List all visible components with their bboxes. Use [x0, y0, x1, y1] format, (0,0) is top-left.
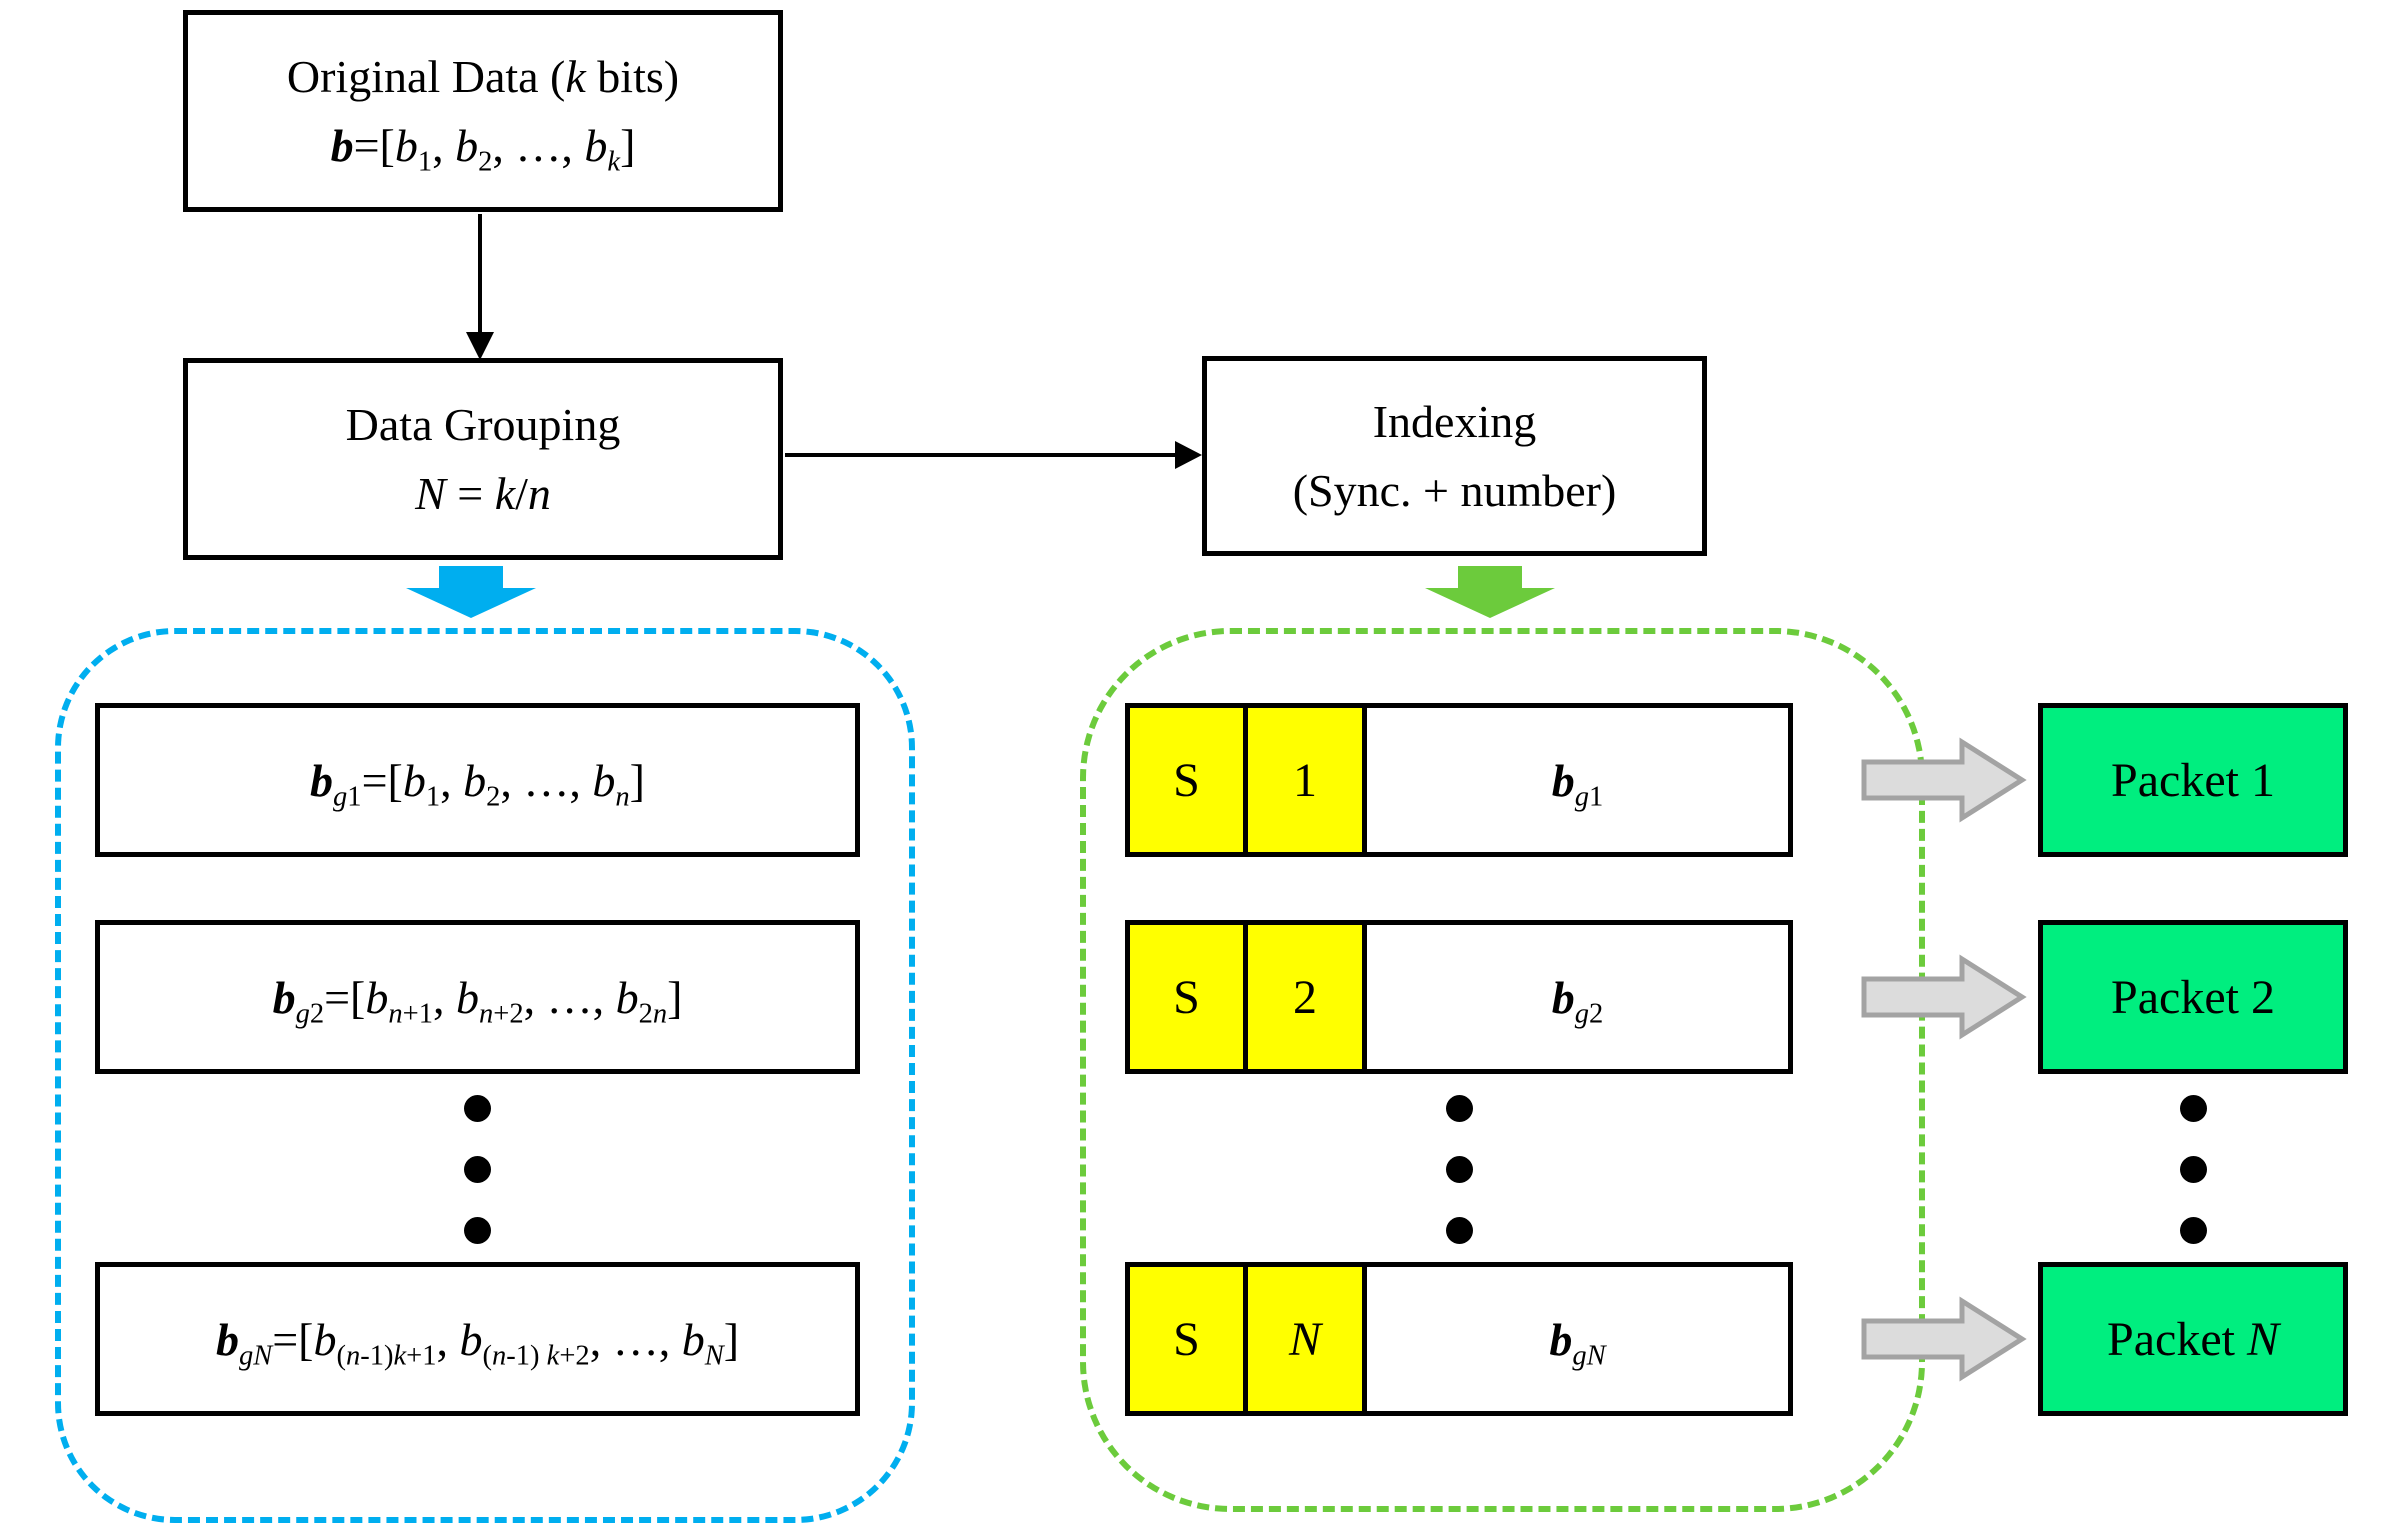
- indexed-row-2: S 2 bg2: [1125, 920, 1793, 1074]
- packet-arrow-n-shape: [1861, 1296, 2027, 1382]
- flow-arrow-down: [466, 214, 494, 360]
- grouped-data-container: [55, 628, 915, 1523]
- indexing-box: Indexing (Sync. + number): [1202, 356, 1707, 556]
- grouping-result-arrow: [406, 566, 536, 618]
- dot: [464, 1156, 491, 1183]
- packet-box-n: Packet N: [2038, 1262, 2348, 1416]
- sync-cell: S: [1130, 1267, 1248, 1411]
- dot: [2180, 1156, 2207, 1183]
- dot: [464, 1217, 491, 1244]
- packet-label-1: Packet 1: [2111, 753, 2275, 807]
- group-row-2: bg2=[bn+1, bn+2, …, b2n]: [95, 920, 860, 1074]
- grouping-result-arrow-shape: [406, 566, 536, 618]
- indexing-title: Indexing: [1372, 396, 1537, 447]
- dot: [2180, 1095, 2207, 1122]
- index-label: 1: [1293, 753, 1317, 807]
- indexing-result-arrow-shape: [1425, 566, 1555, 618]
- payload-label: bg1: [1551, 754, 1604, 813]
- indexing-subtitle: (Sync. + number): [1292, 465, 1617, 516]
- payload-cell: bg1: [1367, 708, 1788, 852]
- sync-cell: S: [1130, 708, 1248, 852]
- packet-label-n: Packet N: [2107, 1312, 2279, 1366]
- index-cell: N: [1248, 1267, 1367, 1411]
- data-grouping-title: Data Grouping: [345, 399, 621, 450]
- ellipsis-dots-indexed: [1446, 1095, 1473, 1244]
- payload-label: bgN: [1549, 1313, 1606, 1372]
- sync-label: S: [1173, 753, 1200, 807]
- group-row-1: bg1=[b1, b2, …, bn]: [95, 703, 860, 857]
- indexing-result-arrow: [1425, 566, 1555, 618]
- index-label: 2: [1293, 970, 1317, 1024]
- packet-arrow-1: [1861, 737, 2027, 823]
- dot: [1446, 1156, 1473, 1183]
- sync-label: S: [1173, 970, 1200, 1024]
- original-data-box: Original Data (k bits) b=[b1, b2, …, bk]: [183, 10, 783, 212]
- dot: [2180, 1217, 2207, 1244]
- group-row-n-formula: bgN=[b(n-1)k+1, b(n-1) k+2, …, bN]: [215, 1313, 740, 1372]
- packet-arrow-2: [1861, 954, 2027, 1040]
- group-row-1-formula: bg1=[b1, b2, …, bn]: [310, 754, 645, 813]
- flow-arrow-right: [785, 441, 1202, 469]
- index-cell: 2: [1248, 925, 1367, 1069]
- payload-cell: bgN: [1367, 1267, 1788, 1411]
- data-grouping-formula: N = k/n: [415, 468, 551, 519]
- original-data-formula: b=[b1, b2, …, bk]: [330, 120, 636, 178]
- group-row-2-formula: bg2=[bn+1, bn+2, …, b2n]: [272, 971, 683, 1030]
- packet-arrow-2-shape: [1861, 954, 2027, 1040]
- dot: [1446, 1095, 1473, 1122]
- sync-label: S: [1173, 1312, 1200, 1366]
- sync-cell: S: [1130, 925, 1248, 1069]
- dot: [464, 1095, 491, 1122]
- packet-arrow-1-shape: [1861, 737, 2027, 823]
- indexed-data-container: [1080, 628, 1925, 1512]
- packet-label-2: Packet 2: [2111, 970, 2275, 1024]
- data-grouping-box: Data Grouping N = k/n: [183, 358, 783, 560]
- index-cell: 1: [1248, 708, 1367, 852]
- flow-arrow-right-head: [1175, 441, 1202, 469]
- index-label: N: [1288, 1312, 1321, 1366]
- dot: [1446, 1217, 1473, 1244]
- packet-box-1: Packet 1: [2038, 703, 2348, 857]
- ellipsis-dots-packets: [2180, 1095, 2207, 1244]
- flow-arrow-down-head: [466, 332, 494, 360]
- packet-box-2: Packet 2: [2038, 920, 2348, 1074]
- packet-arrow-n: [1861, 1296, 2027, 1382]
- indexed-row-n: S N bgN: [1125, 1262, 1793, 1416]
- payload-cell: bg2: [1367, 925, 1788, 1069]
- payload-label: bg2: [1551, 971, 1604, 1030]
- original-data-title: Original Data (k bits): [286, 51, 680, 102]
- ellipsis-dots-groups: [464, 1095, 491, 1244]
- indexed-row-1: S 1 bg1: [1125, 703, 1793, 857]
- group-row-n: bgN=[b(n-1)k+1, b(n-1) k+2, …, bN]: [95, 1262, 860, 1416]
